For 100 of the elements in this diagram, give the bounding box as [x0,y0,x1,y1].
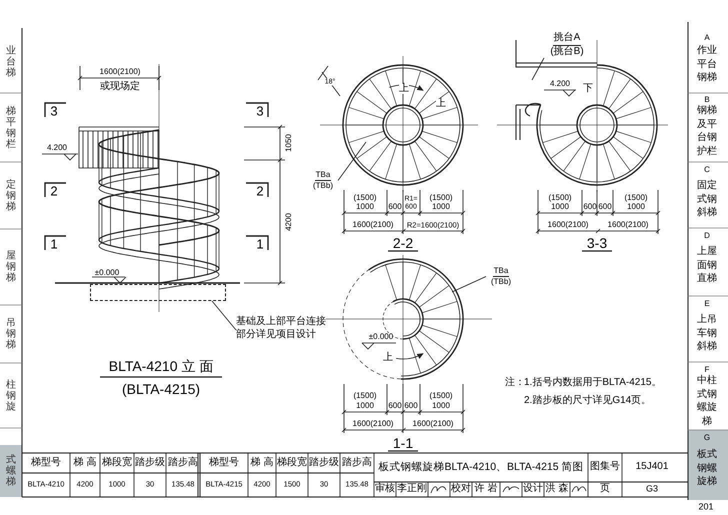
dimension-text: 1000 [356,402,374,410]
column-header: 梯段宽 [102,458,132,468]
dimension-text: 600 [598,203,612,211]
direction-text: 上 [399,84,409,94]
sidebar-tab-label: 中柱式钢螺旋梯 [696,374,718,428]
view-title: BLTA-4210 立 面 [108,359,214,373]
sidebar-tab-label: 作业平台钢梯 [696,44,718,84]
sidebar-tab-letter: E [704,300,710,308]
level-text: 4.200 [46,144,68,152]
dimension-text: 1600(2100) [352,420,394,428]
dimension-text: 1000 [356,203,374,211]
direction-text: 上 [436,99,446,109]
dimension-text: 1600(2100) [608,221,648,229]
sidebar-tab-label: 柱钢旋 [6,380,16,412]
leader-line [338,142,366,181]
section-number: 2 [256,184,264,198]
dimension-text: 600 [404,402,418,410]
dimension-text: (1500) [429,194,453,202]
sidebar-tab-label: 屋钢梯 [6,250,16,284]
column-header: 梯 高 [250,458,274,468]
dimension-text: 600 [388,402,402,410]
callout-text: TBa (TBb) [486,266,516,287]
dimension-note: 或现场定 [100,82,140,92]
sidebar-tab-label: 吊钢梯 [6,318,16,350]
field-label: 校对 [451,484,471,494]
level-text: ±0.000 [94,269,120,277]
sidebar-tab-letter: D [704,232,710,240]
field-label: 图集号 [590,462,620,472]
sidebar-tab-label: 固定式钢斜梯 [696,178,718,220]
dimension-text: (1500) [548,194,572,202]
view-title: 1-1 [392,436,414,450]
dimension-text: 1600(2100) [352,221,394,229]
sidebar-tab-letter: A [704,34,710,42]
field-label: 审核 [375,484,395,494]
dimension-text: 4200 [285,213,293,231]
sidebar-tab-label: 上吊车钢斜梯 [696,312,718,354]
dimension-text: 1600(2100) [412,420,454,428]
dimension-text: 1000 [627,203,645,211]
view-title: 3-3 [586,236,608,250]
sidebar-tab-label: 钢梯及平台钢护栏 [696,104,718,158]
leader-line [452,276,486,292]
sidebar-tab-label: 定钢梯 [6,180,16,212]
column-header: 踏步高 [342,458,372,468]
note-heading: 注： [505,378,525,388]
drawing-number: 15J401 [636,462,668,472]
direction-text: 下 [583,84,593,94]
sidebar-tab-label: 上屋面钢直梯 [696,244,718,286]
level-text: ±0.000 [368,333,394,341]
section-number: 3 [256,104,264,118]
column-header: 踏步高 [168,458,198,468]
sidebar-tab-label: 梯平钢栏 [6,106,16,150]
dimension-text: (1500) [429,392,453,400]
callout-text: 基础及上部平台连接部分详见项目设计 [236,316,330,344]
sidebar-tab-label: 业台梯 [6,46,16,78]
dimension-text: 1600(2100) [548,221,588,229]
column-header: 梯 高 [74,458,96,468]
person-name: 李正刚 [397,484,427,494]
sidebar-tab-label: 式螺梯 [6,454,16,488]
person-name: 许 岩 [474,484,498,494]
leader-line [212,300,236,330]
column-header: 梯型号 [31,458,61,468]
section-number: 2 [50,184,58,198]
section-number: 1 [256,238,264,250]
note-text: 1.括号内数据用于BLTA-4215。 [524,378,662,388]
column-header: 梯型号 [209,458,239,468]
note-text: 2.踏步板的尺寸详见G14页。 [524,396,652,406]
column-header: 梯段宽 [277,458,307,468]
dimension-text: 1000 [432,203,450,211]
column-header: 踏步级 [135,458,165,468]
page-number: G3 [646,484,658,494]
sidebar-tab-letter: C [704,166,710,174]
section-number: 1 [50,238,58,250]
view-subtitle: (BLTA-4215) [122,382,200,396]
dimension-text: 1600(2100) [100,68,140,76]
callout-text: TBa (TBb) [308,170,338,191]
dimension-text: (1500) [353,392,377,400]
leader-line [532,58,544,80]
foundation-outline [90,284,226,301]
direction-text: 上 [383,353,393,363]
dimension-text: 600 [388,203,402,211]
field-label: 设计 [523,484,543,494]
dimension-text: (1500) [624,194,648,202]
sidebar-tab-letter: G [704,434,710,442]
column-header: 踏步级 [309,458,339,468]
dimension-text: 600 [583,203,597,211]
field-label: 页 [600,484,610,494]
dimension-text: 1000 [551,203,569,211]
callout-text: 挑台A (挑台B) [544,32,590,58]
level-text: 4.200 [550,80,570,88]
section-number: 3 [50,104,58,118]
person-name: 洪 森 [546,484,568,494]
sidebar-tab-label: 板式钢螺旋梯 [696,448,718,488]
page-number: 201 [698,502,714,512]
dimension-text: 1000 [432,402,450,410]
dimension-text: 1050 [285,134,293,152]
drawing-title: 板式钢螺旋梯BLTA-4210、BLTA-4215 简图 [378,462,584,472]
sidebar-tab-letter: F [704,366,710,374]
sidebar-tab-letter: B [704,96,710,104]
view-title: 2-2 [392,236,414,250]
dimension-text: (1500) [353,194,377,202]
